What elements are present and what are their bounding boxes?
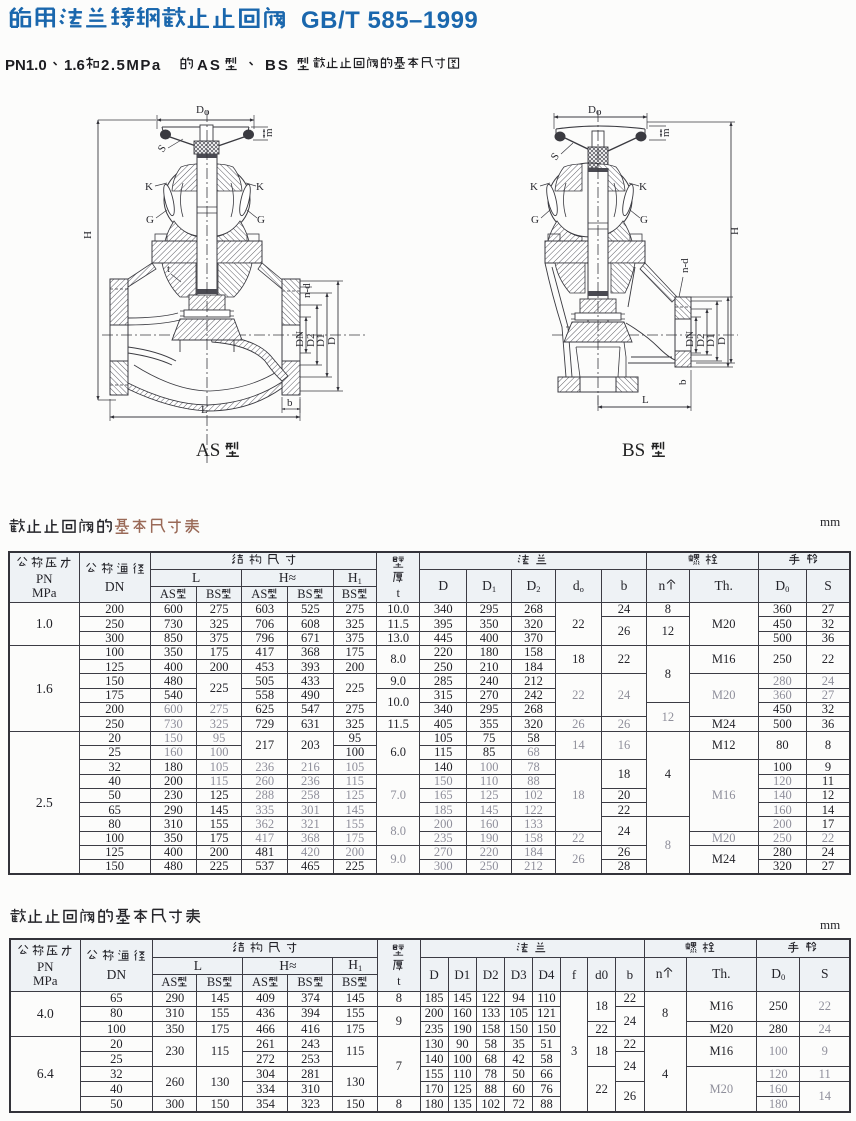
svg-text:DN: DN [294, 331, 306, 347]
svg-text:D: D [716, 337, 728, 345]
svg-text:n-d: n-d [301, 283, 313, 298]
svg-text:PN1.0: PN1.0 [5, 57, 47, 74]
svg-text:DN: DN [684, 331, 696, 347]
svg-text:H: H [82, 231, 94, 239]
svg-text:n-d: n-d [679, 258, 691, 273]
svg-text:D2: D2 [305, 334, 317, 347]
svg-text:G: G [146, 214, 154, 226]
svg-text:S: S [549, 151, 562, 163]
svg-text:K: K [639, 181, 647, 193]
svg-text:o: o [596, 106, 602, 118]
svg-text:2.5MPa: 2.5MPa [101, 57, 162, 74]
svg-text:K: K [256, 181, 264, 193]
svg-text:AS: AS [197, 57, 222, 74]
svg-text:b: b [677, 379, 689, 385]
svg-text:K: K [530, 181, 538, 193]
svg-text:D1: D1 [705, 334, 717, 347]
svg-text:AS: AS [196, 440, 220, 461]
svg-text:D: D [588, 104, 596, 116]
svg-text:m: m [263, 128, 275, 137]
svg-text:S: S [156, 143, 169, 155]
svg-text:H: H [729, 227, 741, 235]
svg-text:G: G [531, 214, 539, 226]
svg-text:t: t [167, 263, 170, 275]
svg-text:BS: BS [265, 57, 290, 74]
svg-text:1.6: 1.6 [64, 57, 85, 74]
svg-text:D2: D2 [695, 334, 707, 347]
svg-text:K: K [145, 181, 153, 193]
svg-text:L: L [201, 404, 208, 416]
svg-text:m: m [660, 128, 672, 137]
svg-text:G: G [640, 214, 648, 226]
svg-text:L: L [642, 394, 649, 406]
svg-text:BS: BS [622, 440, 645, 461]
svg-text:D1: D1 [315, 334, 327, 347]
svg-text:D: D [196, 104, 204, 116]
svg-text:G: G [257, 214, 265, 226]
svg-text:GB/T 585–1999: GB/T 585–1999 [301, 7, 478, 34]
svg-text:D: D [326, 337, 338, 345]
svg-text:b: b [287, 397, 293, 409]
